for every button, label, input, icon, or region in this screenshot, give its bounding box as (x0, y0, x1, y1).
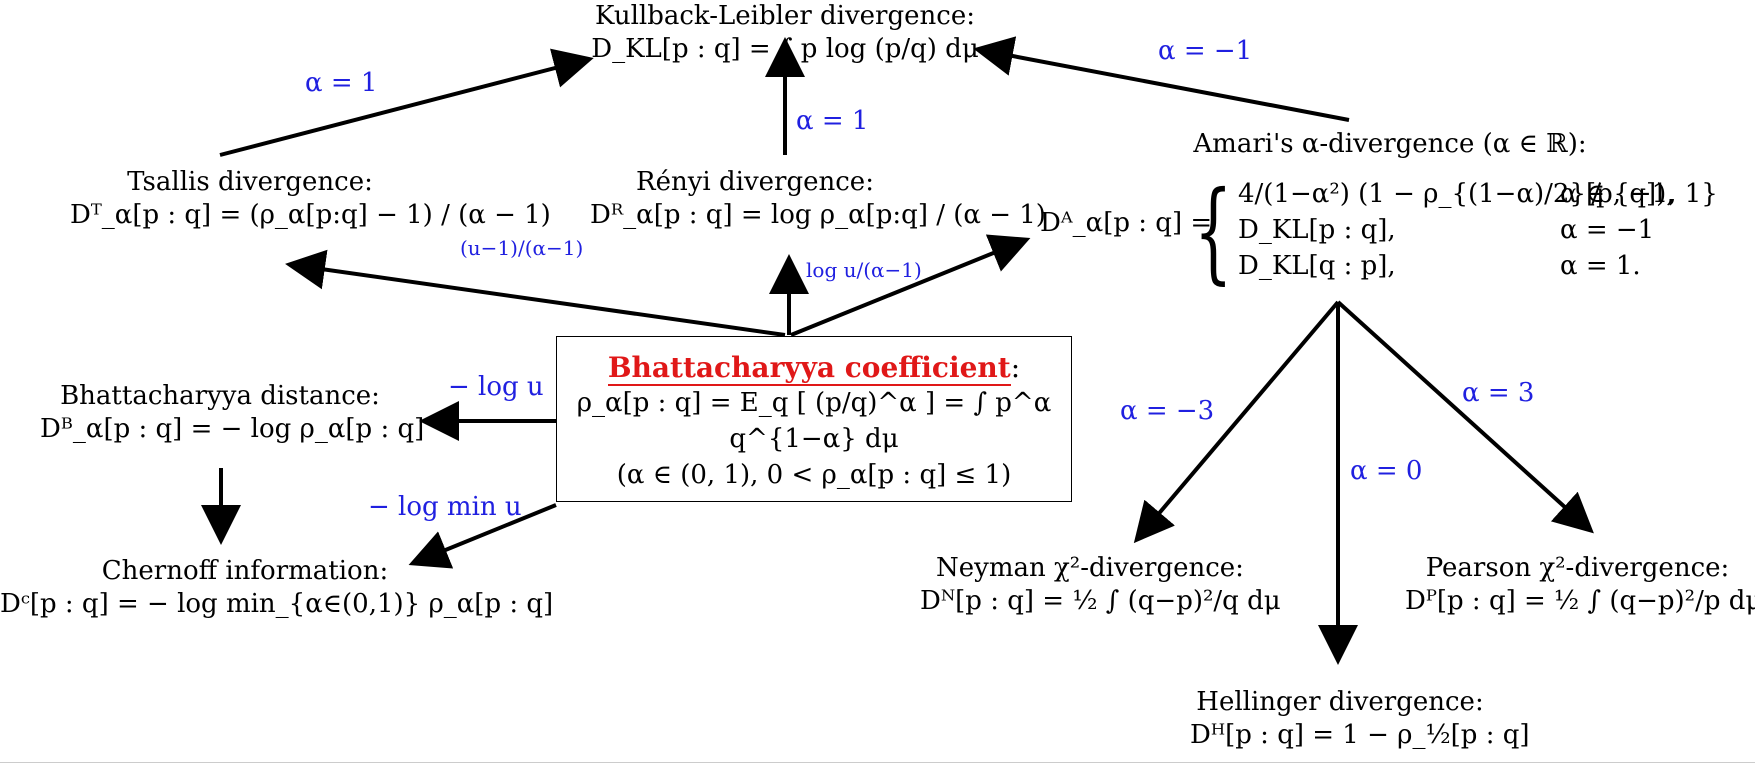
amari-case-row: D_KL[q : p], α = 1. (1238, 248, 1718, 284)
bdist-formula: Dᴮ_α[p : q] = − log ρ_α[p : q] (40, 414, 425, 444)
edge-label-renyi-kl: α = 1 (796, 106, 869, 136)
edge-label-amari-hellinger: α = 0 (1350, 456, 1423, 486)
amari-brace: { (1194, 167, 1233, 295)
coef-condition: (α ∈ (0, 1), 0 < ρ_α[p : q] ≤ 1) (616, 460, 1012, 490)
coef-title-highlight: Bhattacharyya coefficient (607, 351, 1011, 386)
kl-formula: D_KL[p : q] = ∫ p log (p/q) dμ (591, 34, 979, 64)
node-tsallis: Tsallis divergence: Dᵀ_α[p : q] = (ρ_α[p… (70, 166, 551, 232)
coef-formula: ρ_α[p : q] = E_q [ (p/q)^α ] = ∫ p^α q^{… (576, 388, 1052, 454)
edge-coef-amari (790, 234, 1031, 337)
edge-tsallis-kl (219, 48, 594, 157)
edge-label-coef-renyi: log u/(α−1) (806, 258, 922, 282)
amari-case-row: 4/(1−α²) (1 − ρ_{(1−α)/2}[p, q]), α ∉ {−… (1238, 176, 1718, 212)
node-amari: Amari's α-divergence (α ∈ ℝ): (1170, 128, 1610, 160)
node-pearson: Pearson χ²-divergence: Dᴾ[p : q] = ½ ∫ (… (1405, 552, 1755, 618)
tsallis-formula: Dᵀ_α[p : q] = (ρ_α[p:q] − 1) / (α − 1) (70, 200, 551, 230)
amari-case-cond: α ∉ {−1, 1} (1560, 179, 1718, 209)
amari-case-expr: 4/(1−α²) (1 − ρ_{(1−α)/2}[p, q]), (1238, 179, 1675, 209)
tsallis-title: Tsallis divergence: (127, 167, 373, 197)
node-renyi: Rényi divergence: Dᴿ_α[p : q] = log ρ_α[… (590, 166, 1046, 232)
chernoff-title: Chernoff information: (101, 556, 389, 586)
coef-title: Bhattacharyya coefficient: (557, 351, 1071, 386)
amari-lhs: Dᴬ_α[p : q] = (1040, 208, 1213, 238)
bdist-title: Bhattacharyya distance: (60, 381, 380, 411)
chernoff-formula: Dᶜ[p : q] = − log min_{α∈(0,1)} ρ_α[p : … (0, 589, 554, 619)
amari-case-expr: D_KL[q : p], (1238, 251, 1396, 281)
neyman-title: Neyman χ²-divergence: (936, 553, 1244, 583)
edge-amari-kl (973, 36, 1350, 122)
edge-amari-pearson (1336, 300, 1594, 534)
amari-case-cond: α = −1 (1560, 215, 1655, 245)
edge-label-coef-chernoff: − log min u (368, 492, 522, 522)
node-neyman: Neyman χ²-divergence: Dᴺ[p : q] = ½ ∫ (q… (920, 552, 1281, 618)
pearson-title: Pearson χ²-divergence: (1425, 553, 1730, 583)
edge-label-amari-pearson: α = 3 (1462, 378, 1535, 408)
node-chernoff: Chernoff information: Dᶜ[p : q] = − log … (0, 555, 554, 621)
node-kullback-leibler: Kullback-Leibler divergence: D_KL[p : q]… (590, 0, 980, 66)
bottom-divider (0, 762, 1755, 763)
edge-label-amari-kl: α = −1 (1158, 36, 1253, 66)
amari-case-cond: α = 1. (1560, 251, 1641, 281)
kl-title: Kullback-Leibler divergence: (595, 1, 975, 31)
renyi-title: Rényi divergence: (636, 167, 874, 197)
renyi-formula: Dᴿ_α[p : q] = log ρ_α[p:q] / (α − 1) (590, 200, 1046, 230)
hellinger-title: Hellinger divergence: (1196, 687, 1484, 717)
edge-label-tsallis-kl: α = 1 (305, 68, 378, 98)
edge-label-coef-bdist: − log u (448, 372, 544, 402)
pearson-formula: Dᴾ[p : q] = ½ ∫ (q−p)²/p dμ (1405, 586, 1755, 616)
edge-amari-neyman (1133, 300, 1340, 544)
hellinger-formula: Dᴴ[p : q] = 1 − ρ_½[p : q] (1190, 720, 1530, 750)
neyman-formula: Dᴺ[p : q] = ½ ∫ (q−p)²/q dμ (920, 586, 1281, 616)
edge-coef-tsallis (285, 249, 786, 337)
amari-case-row: D_KL[p : q], α = −1 (1238, 212, 1718, 248)
node-bhattacharyya-distance: Bhattacharyya distance: Dᴮ_α[p : q] = − … (40, 380, 425, 446)
edge-label-coef-tsallis: (u−1)/(α−1) (460, 236, 584, 260)
amari-case-expr: D_KL[p : q], (1238, 215, 1396, 245)
node-hellinger: Hellinger divergence: Dᴴ[p : q] = 1 − ρ_… (1190, 686, 1530, 752)
edge-label-amari-neyman: α = −3 (1120, 396, 1215, 426)
amari-title: Amari's α-divergence (α ∈ ℝ): (1193, 129, 1587, 159)
coef-title-suffix: : (1010, 351, 1021, 384)
node-bhattacharyya-coefficient: Bhattacharyya coefficient: ρ_α[p : q] = … (556, 336, 1072, 502)
amari-cases: 4/(1−α²) (1 − ρ_{(1−α)/2}[p, q]), α ∉ {−… (1238, 176, 1718, 284)
edge-coef-chernoff (408, 503, 557, 569)
